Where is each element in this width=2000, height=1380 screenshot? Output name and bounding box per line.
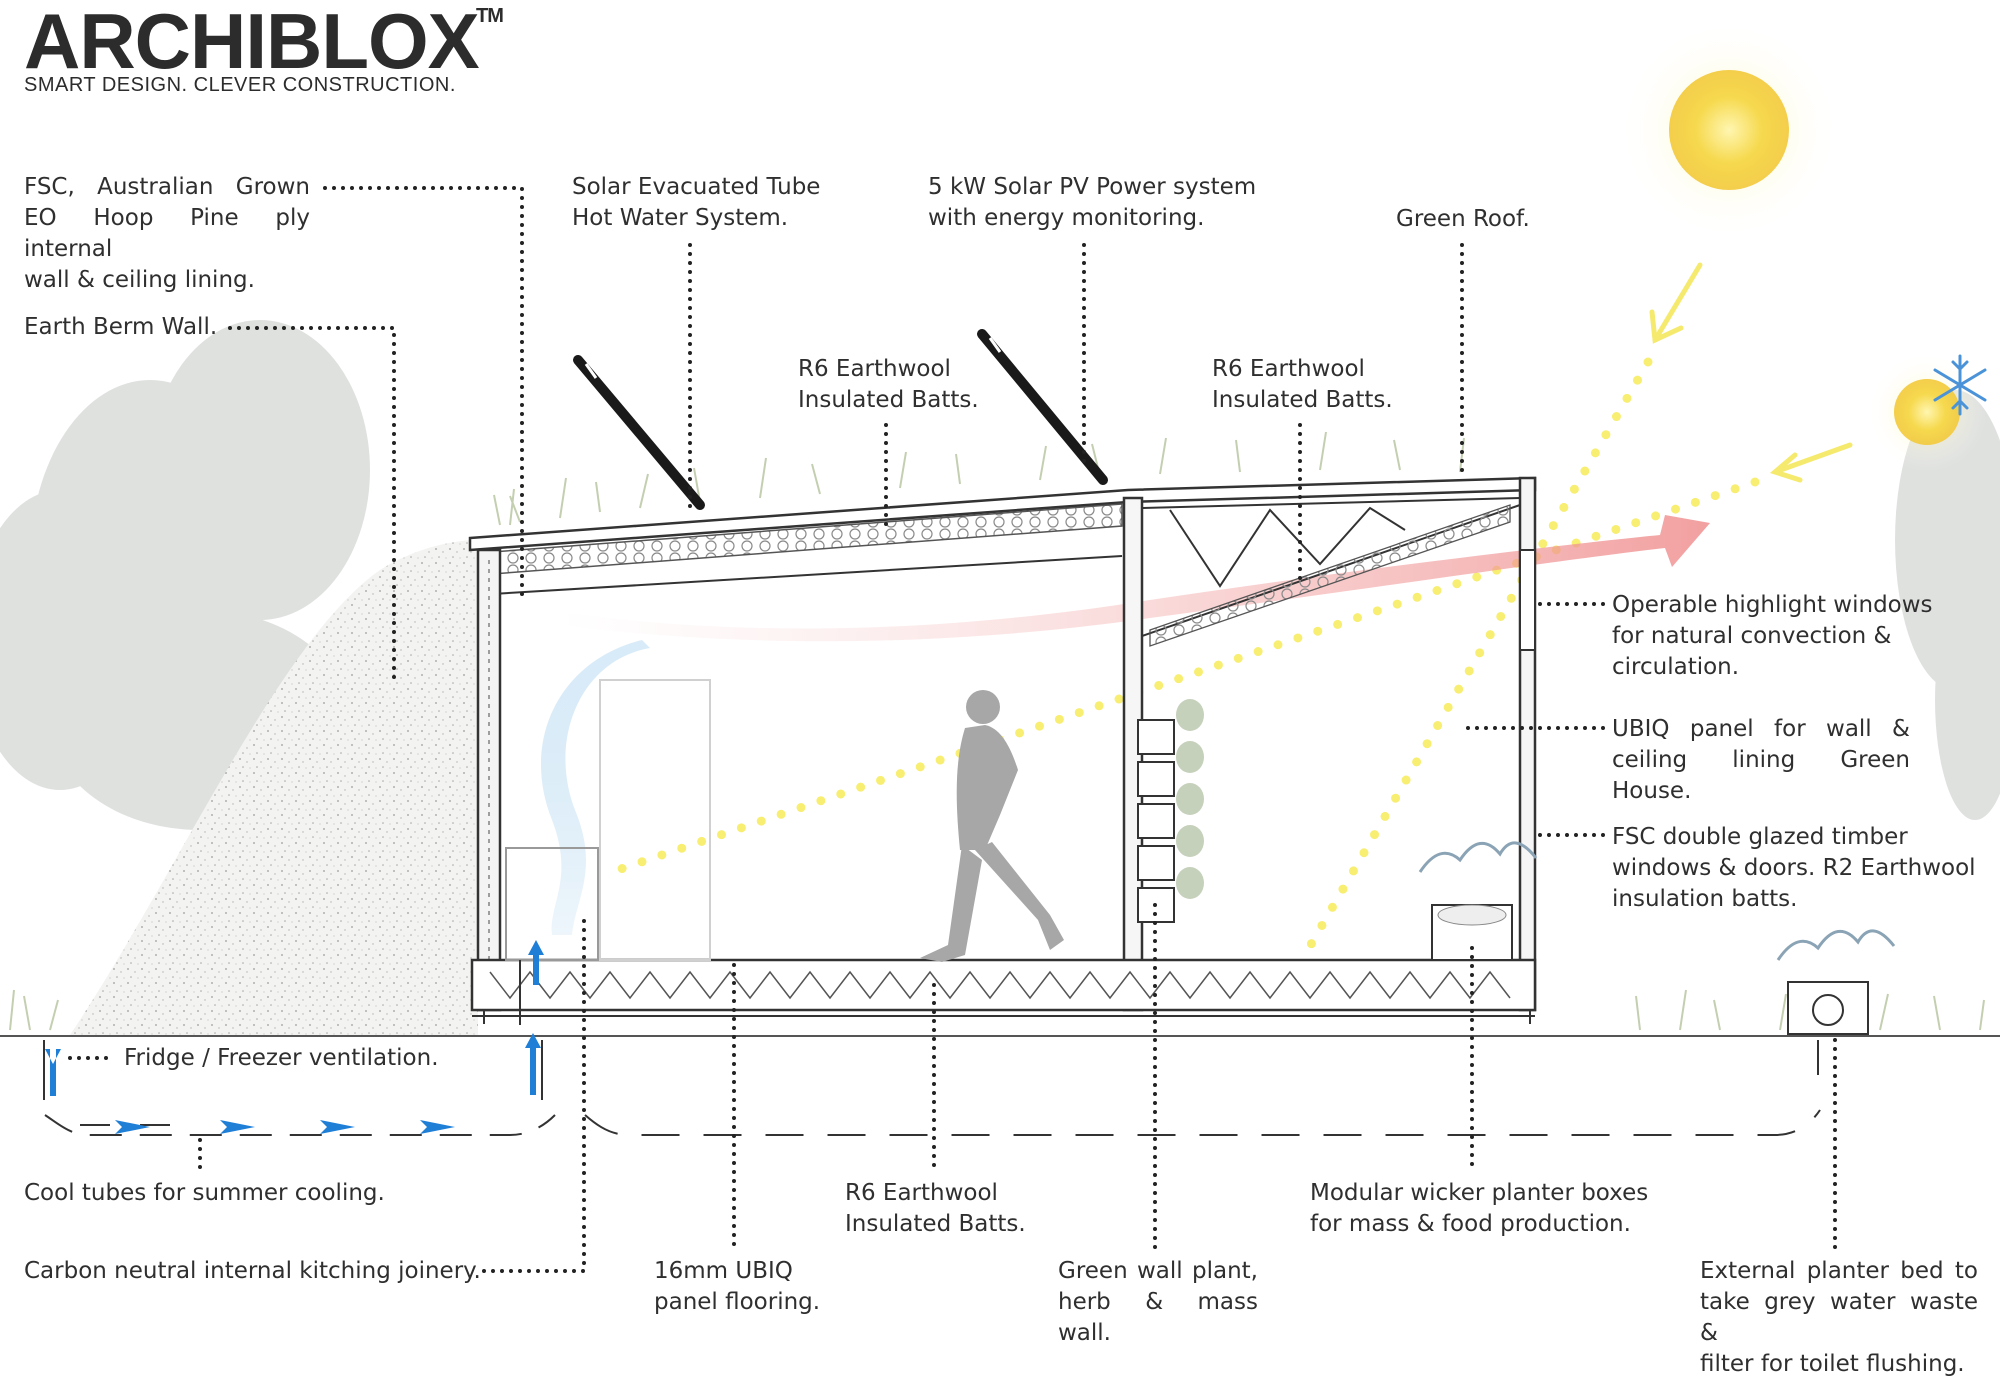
wicker-planter — [1418, 841, 1538, 961]
label-line: Green Roof. — [1396, 206, 1530, 232]
snowflake-icon — [1933, 354, 1987, 416]
label-kitchen-joinery: Carbon neutral internal kitching joinery… — [24, 1256, 481, 1287]
label-line: Operable highlight windows — [1612, 592, 1933, 618]
external-planter — [1776, 929, 1896, 1035]
label-line: wall & ceiling lining. — [24, 267, 255, 293]
label-solar-tube: Solar Evacuated Tube Hot Water System. — [572, 172, 820, 234]
label-green-wall: Green wall plant, herb & mass wall. — [1058, 1256, 1258, 1349]
label-external-planter: External planter bed to take grey water … — [1700, 1256, 1978, 1380]
label-line: panel flooring. — [654, 1289, 821, 1315]
label-line: 16mm UBIQ — [654, 1258, 793, 1284]
label-line: R6 Earthwool — [1212, 356, 1365, 382]
label-line: circulation. — [1612, 654, 1740, 680]
label-r6-roof-right: R6 Earthwool Insulated Batts. — [1212, 354, 1393, 416]
trademark: TM — [476, 5, 504, 27]
house-structure — [468, 476, 1537, 1024]
logo-text: ARCHIBLOX — [24, 0, 480, 85]
label-cool-tubes: Cool tubes for summer cooling. — [24, 1178, 385, 1209]
label-solar-pv: 5 kW Solar PV Power system with energy m… — [928, 172, 1256, 234]
label-double-glazed-windows: FSC double glazed timber windows & doors… — [1612, 822, 1976, 915]
grass — [9, 431, 1985, 1031]
label-line: Carbon neutral internal kitching joinery… — [24, 1258, 481, 1284]
label-r6-floor: R6 Earthwool Insulated Batts. — [845, 1178, 1026, 1240]
label-fridge-ventilation: Fridge / Freezer ventilation. — [124, 1043, 439, 1074]
label-line: R6 Earthwool — [845, 1180, 998, 1206]
label-ubiq-flooring: 16mm UBIQ panel flooring. — [654, 1256, 820, 1318]
label-line: EO Hoop Pine ply internal — [24, 205, 310, 262]
label-highlight-windows: Operable highlight windows for natural c… — [1612, 590, 1933, 683]
label-line: filter for toilet flushing. — [1700, 1351, 1965, 1377]
label-ubiq-wall-panel: UBIQ panel for wall & ceiling lining Gre… — [1612, 714, 1910, 807]
sun-icon — [1619, 20, 1839, 240]
label-line: Solar Evacuated Tube — [572, 174, 821, 200]
label-line: insulation batts. — [1612, 886, 1798, 912]
vent-pipes — [43, 960, 1819, 1100]
label-green-roof: Green Roof. — [1396, 204, 1530, 235]
green-wall-planters — [1137, 719, 1175, 923]
label-line: take grey water waste & — [1700, 1289, 1978, 1346]
label-line: FSC double glazed timber — [1612, 824, 1908, 850]
solar-pv-icon — [977, 329, 1108, 485]
label-line: 5 kW Solar PV Power system — [928, 174, 1257, 200]
label-planter-boxes: Modular wicker planter boxes for mass & … — [1310, 1178, 1648, 1240]
archiblox-logo: ARCHIBLOX TM — [24, 2, 504, 80]
label-line: Modular wicker planter boxes — [1310, 1180, 1649, 1206]
house-section-diagram — [0, 20, 2000, 1273]
label-line: for mass & food production. — [1310, 1211, 1631, 1237]
label-line: Cool tubes for summer cooling. — [24, 1180, 385, 1206]
earth-berm — [70, 540, 478, 1035]
person-silhouette-icon — [920, 690, 1064, 962]
label-line: for natural convection & — [1612, 623, 1892, 649]
label-line: Insulated Batts. — [798, 387, 979, 413]
leader-lines — [68, 186, 1837, 1273]
label-line: windows & doors. R2 Earthwool — [1612, 855, 1976, 881]
label-line: ceiling lining Green House. — [1612, 747, 1910, 804]
label-earth-berm-wall: Earth Berm Wall. — [24, 312, 217, 343]
label-line: Fridge / Freezer ventilation. — [124, 1045, 439, 1071]
label-line: Insulated Batts. — [1212, 387, 1393, 413]
label-line: Insulated Batts. — [845, 1211, 1026, 1237]
green-wall-plants — [1176, 699, 1204, 899]
winter-sun-icon — [1867, 352, 1987, 472]
label-line: R6 Earthwool — [798, 356, 951, 382]
sun-ray-arrows — [1649, 262, 1853, 483]
label-line: Green wall plant, — [1058, 1258, 1258, 1284]
label-line: Hot Water System. — [572, 205, 789, 231]
solar-tube-icon — [573, 355, 705, 510]
tagline: SMART DESIGN. CLEVER CONSTRUCTION. — [24, 74, 456, 96]
sun-ray-paths — [607, 357, 1760, 958]
cool-air-flow — [540, 640, 650, 935]
label-line: with energy monitoring. — [928, 205, 1205, 231]
label-r6-roof-left: R6 Earthwool Insulated Batts. — [798, 354, 979, 416]
cool-tubes — [44, 1109, 1821, 1136]
label-line: herb & mass wall. — [1058, 1289, 1258, 1346]
label-line: FSC, Australian Grown — [24, 174, 310, 200]
label-fsc-pine-lining: FSC, Australian Grown EO Hoop Pine ply i… — [24, 172, 310, 296]
label-line: UBIQ panel for wall & — [1612, 716, 1910, 742]
label-line: Earth Berm Wall. — [24, 314, 218, 340]
cool-air-arrows — [45, 940, 544, 1134]
label-line: External planter bed to — [1700, 1258, 1978, 1284]
